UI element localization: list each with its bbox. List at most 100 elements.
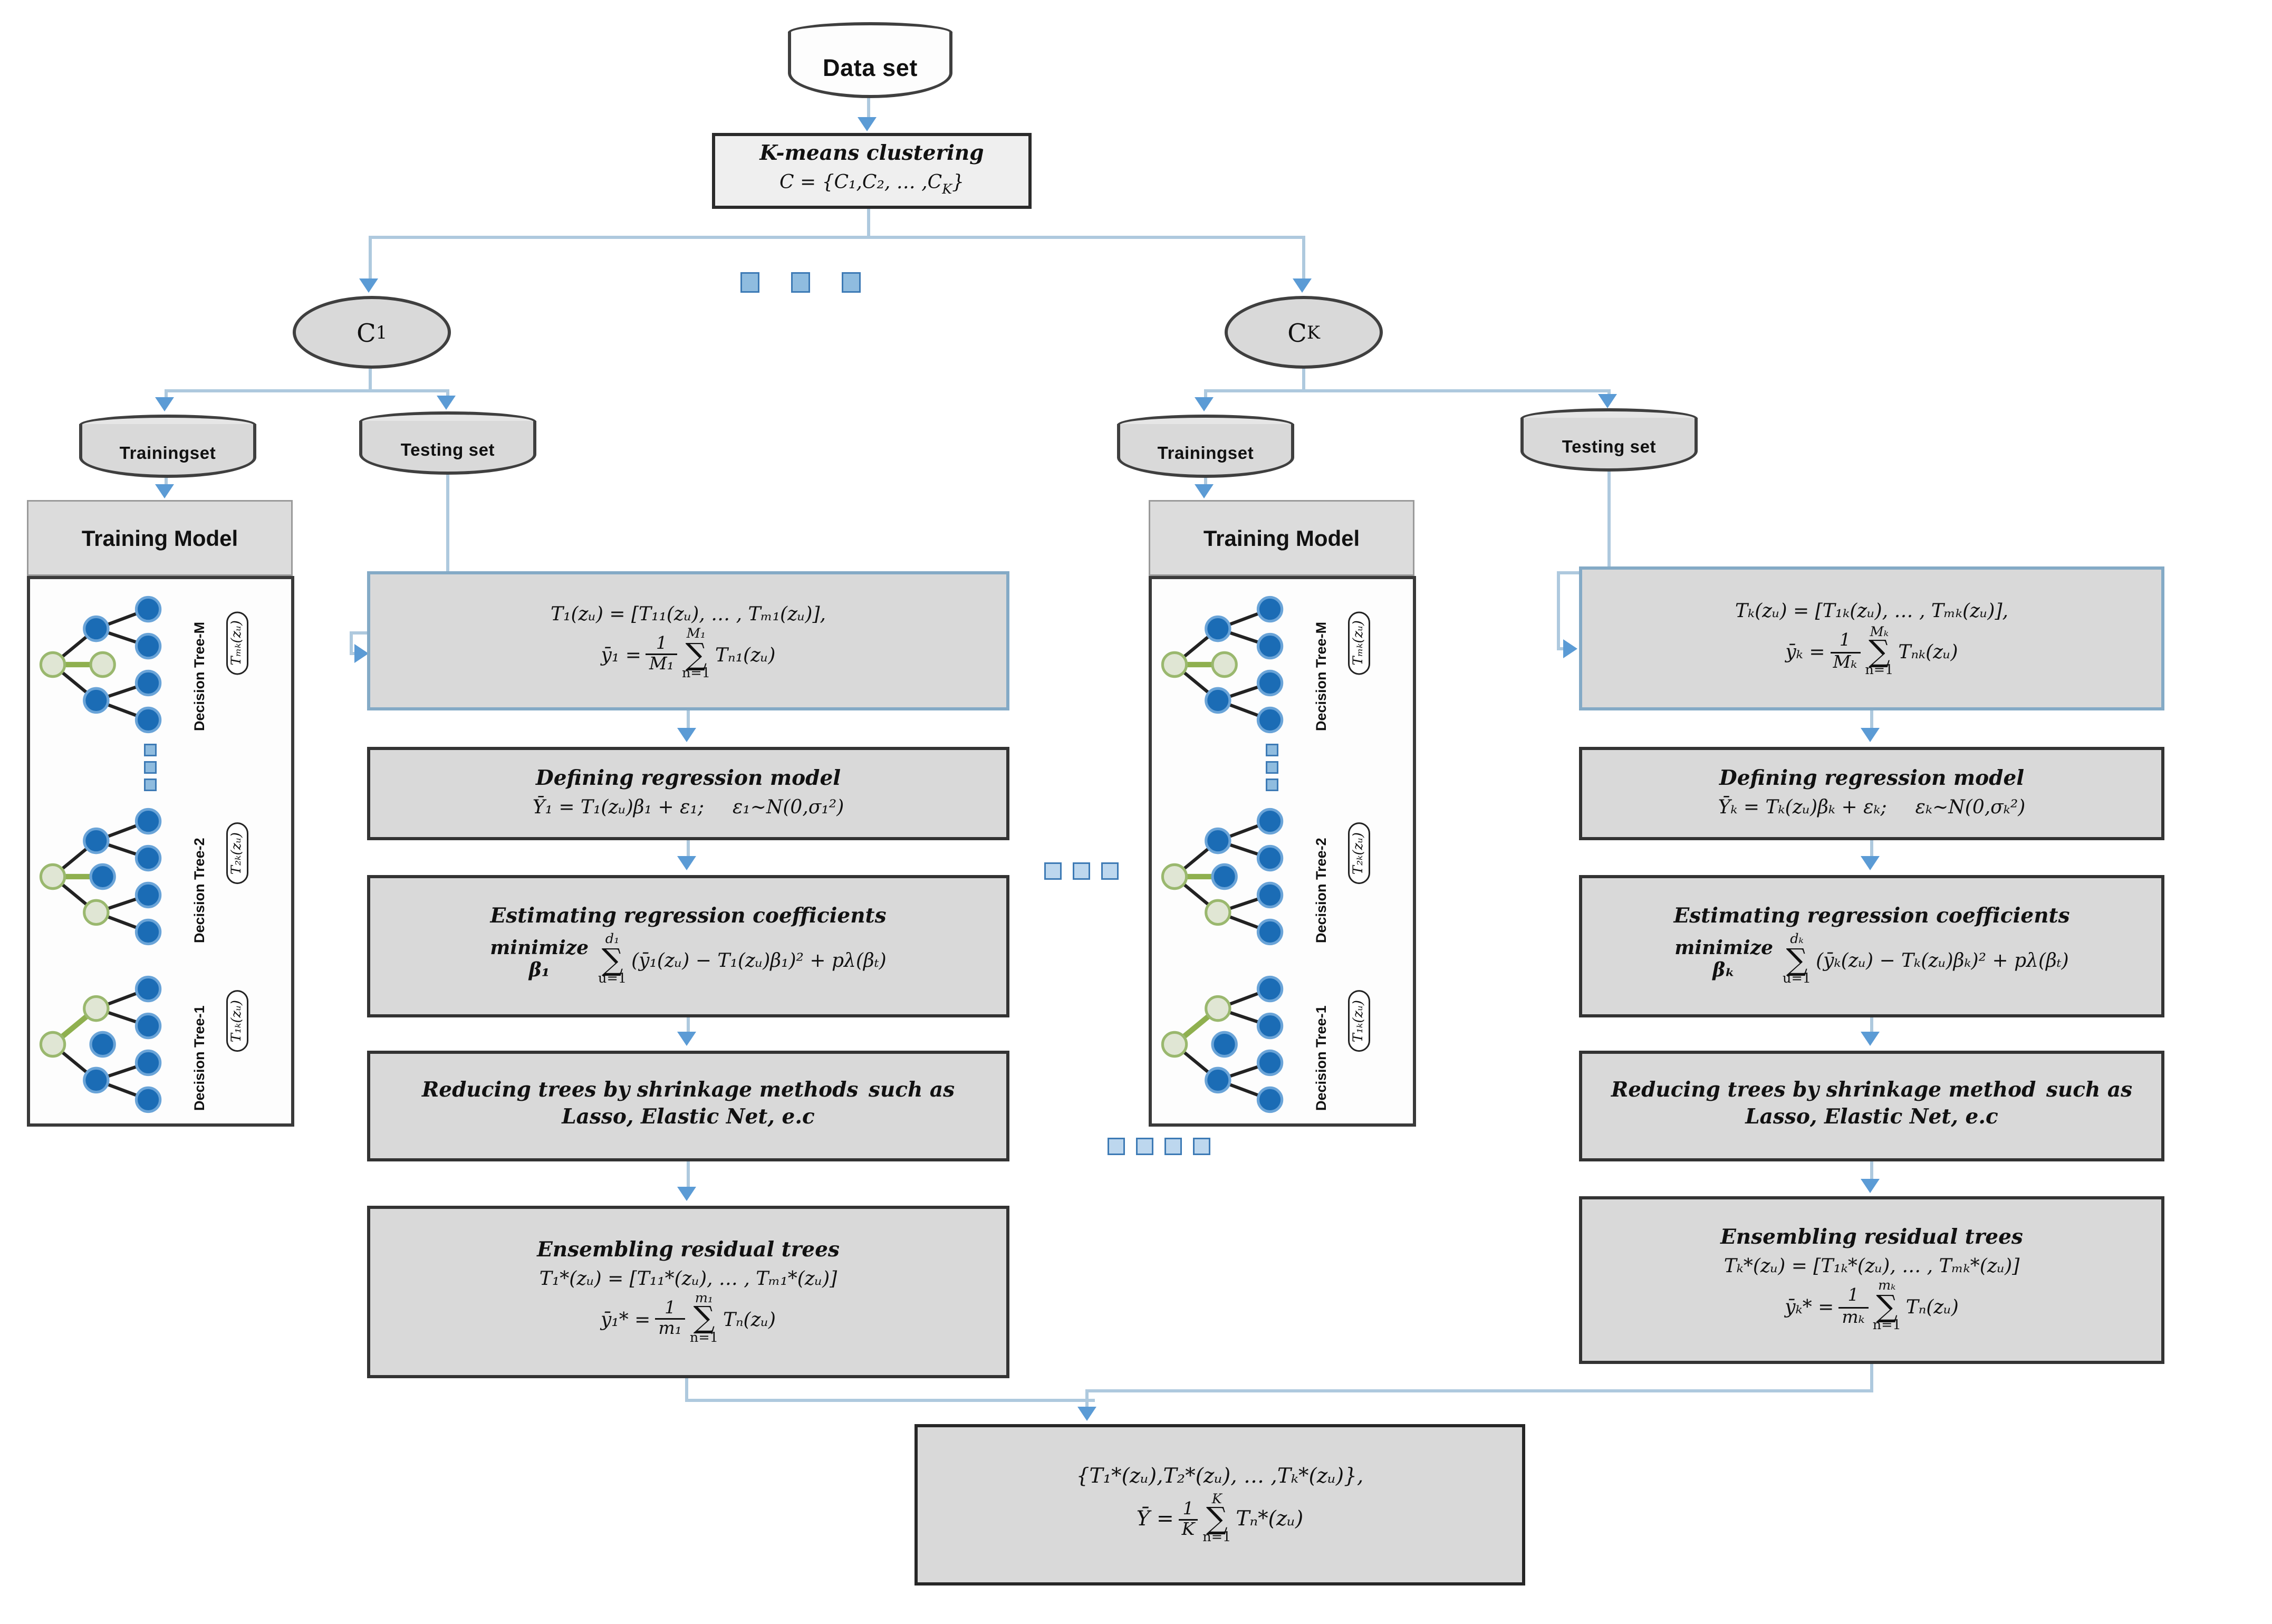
decision-tree-graphic [1161,975,1284,1113]
frac-num: 1 [1182,1498,1194,1519]
frac-den: K [1178,1519,1198,1539]
testing-set-cylinder-left: Testing set [359,411,536,475]
frac-num: 1 [665,1297,676,1318]
formula-rhs: Tₙ(zᵤ) [723,1308,776,1330]
decision-tree-graphic [1161,595,1284,734]
box-line: Lasso, Elastic Net, e.c [1745,1106,1998,1130]
kmeans-set-main: C = {C₁,C₂, … ,C [779,171,942,194]
ellipsis-square-icon [1044,862,1062,880]
ck-subscript: K [1306,322,1320,343]
arrow-down-icon [359,278,378,293]
kmeans-set-post: } [952,171,964,194]
connector-line [369,369,372,391]
ensembling-residual-box-left: Ensembling residual trees T₁*(zᵤ) = [T₁₁… [367,1206,1009,1378]
frac-den: mₖ [1838,1306,1868,1327]
formula-line: Tₖ*(zᵤ) = [T₁ₖ*(zᵤ), … , Tₘₖ*(zᵤ)] [1724,1255,2020,1277]
cylinder-body [788,32,952,98]
c1-label: C [356,317,376,348]
box-line: Reducing trees by shrinkage method such … [1611,1079,2133,1103]
connector-line [1204,389,1611,392]
tree-row: Decision Tree-1 T₁ₖ(zᵤ) [1155,972,1408,1117]
tree-tag-label: T₂ₖ(zᵤ) [226,823,248,885]
connector-line [1302,237,1305,282]
connector-line [685,1399,1095,1402]
ellipsis-square-icon [791,272,810,293]
defining-regression-box-right: Defining regression model Ȳₖ = Tₖ(zᵤ)βₖ … [1579,747,2164,840]
sum-upper: mₖ [1878,1279,1896,1295]
formula-lhs: ȳ₁* = [600,1308,651,1330]
sigma-icon: ∑ [601,943,623,978]
kmeans-box: K-means clustering C = {C₁,C₂, … ,CK} [712,133,1032,209]
minimize-var: βₖ [1712,958,1736,981]
box-title: Ensembling residual trees [537,1238,840,1263]
ellipsis-square-icon [144,779,157,791]
sum-lower: n=1 [1872,1318,1901,1334]
estimating-coefficients-box-left: Estimating regression coefficients minim… [367,875,1009,1017]
tree-name-label: Decision Tree-1 [191,1005,207,1111]
connector-line [165,391,168,400]
dataset-cylinder: Data set [788,22,952,98]
connector-line [165,389,449,392]
summation: mₖ∑n=1 [1873,1281,1901,1333]
sum-lower: n=1 [1202,1531,1231,1547]
minimize-word: minimize [490,937,589,959]
tree-tag-label: Tₘₖ(zᵤ) [1348,611,1370,675]
box-line: Lasso, Elastic Net, e.c [562,1106,815,1130]
connector-line [1204,391,1207,400]
connector-line [1870,1364,1873,1392]
decision-tree-graphic [39,975,162,1113]
arrow-down-icon [1195,397,1214,411]
box-title: Ensembling residual trees [1720,1227,2023,1251]
summation: M₁∑n=1 [682,628,710,680]
connector-line [1870,1017,1873,1035]
tree-name-label: Decision Tree-2 [191,838,207,943]
frac-num: 1 [1847,1285,1859,1306]
frac-den: M₁ [646,654,677,674]
ellipsis-square-icon [144,761,157,774]
sum-upper: dₖ [1790,933,1804,949]
arrow-down-icon [677,1187,696,1201]
frac-num: 1 [656,632,667,654]
arrow-right-icon [1563,639,1577,658]
connector-line [1870,840,1873,859]
ellipsis-square-icon [1136,1138,1153,1155]
sum-lower: n=1 [681,665,710,681]
arrow-down-icon [677,728,696,742]
formula-rhs: Tₙₖ(zᵤ) [1898,641,1958,664]
formula-rhs: Tₙ(zᵤ) [1905,1296,1959,1319]
summation: K∑n=1 [1202,1493,1231,1545]
ellipsis-square-icon [1073,862,1090,880]
tree-row: Decision Tree-2 T₂ₖ(zᵤ) [1155,804,1408,949]
formula-rhs: Tₙ₁(zᵤ) [715,643,776,666]
connector-line [1607,472,1611,573]
minimize-var: β₁ [528,958,550,981]
connector-line [867,209,870,237]
sigma-icon: ∑ [693,1301,715,1337]
connector-line [1870,1161,1873,1182]
box-line: Reducing trees by shrinkage methods such… [421,1079,955,1103]
formula-line: Ȳ₁ = T₁(zᵤ)β₁ + ε₁; ε₁~N(0,σ₁²) [532,795,844,818]
c1-subscript: 1 [376,322,388,343]
arrow-down-icon [155,397,174,411]
tree-panel-left: Decision Tree-M Tₘₖ(zᵤ) [27,576,294,1127]
tree-tag-label: Tₘₖ(zᵤ) [226,611,248,675]
ellipsis-square-icon [144,744,157,756]
sum-lower: n=1 [1865,663,1894,679]
formula-lhs: Ȳ = [1136,1507,1174,1532]
ensembling-residual-box-right: Ensembling residual trees Tₖ*(zᵤ) = [T₁ₖ… [1579,1196,2164,1364]
ellipsis-square-icon [842,272,861,293]
sum-lower: n=1 [689,1330,718,1346]
tree-tag-label: T₂ₖ(zᵤ) [1348,823,1370,885]
sigma-icon: ∑ [1786,943,1808,978]
frac-num: 1 [1839,630,1851,651]
connector-line [369,236,1305,239]
